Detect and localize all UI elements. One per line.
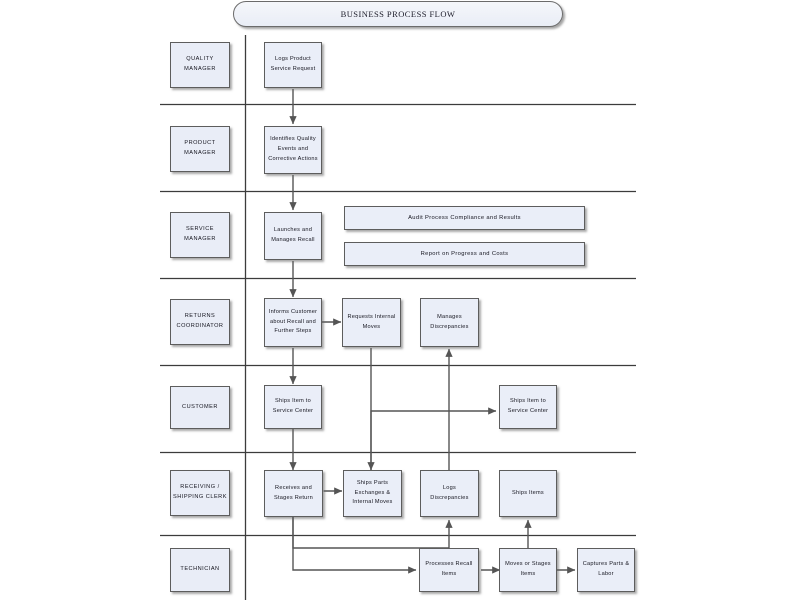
lane-dividers bbox=[160, 103, 636, 537]
lane-label-customer: CUSTOMER bbox=[170, 386, 230, 429]
lane-label-service-manager: SERVICE MANAGER bbox=[170, 212, 230, 258]
lane-label-technician: TECHNICIAN bbox=[170, 548, 230, 592]
node-captures-parts-labor[interactable]: Captures Parts & Labor bbox=[577, 548, 635, 592]
node-receives-stages-return[interactable]: Receives and Stages Return bbox=[264, 470, 323, 517]
node-manages-discrepancies[interactable]: Manages Discrepancies bbox=[420, 298, 479, 347]
node-ships-parts-exchanges[interactable]: Ships Parts Exchanges & Internal Moves bbox=[343, 470, 402, 517]
node-ships-items[interactable]: Ships Items bbox=[499, 470, 557, 517]
lane-label-returns-coordinator: RETURNS COORDINATOR bbox=[170, 299, 230, 345]
node-logs-discrepancies[interactable]: Logs Discrepancies bbox=[420, 470, 479, 517]
node-audit-process-compliance[interactable]: Audit Process Compliance and Results bbox=[344, 206, 585, 230]
lane-label-product-manager: PRODUCT MANAGER bbox=[170, 126, 230, 172]
node-processes-recall-items[interactable]: Processes Recall Items bbox=[419, 548, 479, 592]
process-connectors bbox=[289, 89, 576, 574]
node-requests-internal-moves[interactable]: Requests Internal Moves bbox=[342, 298, 401, 347]
node-ships-item-to-service-center-2[interactable]: Ships Item to Service Center bbox=[499, 385, 557, 429]
node-informs-customer[interactable]: Informs Customer about Recall and Furthe… bbox=[264, 298, 322, 347]
node-logs-product-service-request[interactable]: Logs Product Service Request bbox=[264, 42, 322, 88]
lane-label-receiving-shipping-clerk: RECEIVING / SHIPPING CLERK bbox=[170, 470, 230, 516]
node-launches-manages-recall[interactable]: Launches and Manages Recall bbox=[264, 212, 322, 260]
node-identifies-quality-events[interactable]: Identifies Quality Events and Corrective… bbox=[264, 126, 322, 174]
lane-label-quality-manager: QUALITY MANAGER bbox=[170, 42, 230, 88]
node-report-on-progress-costs[interactable]: Report on Progress and Costs bbox=[344, 242, 585, 266]
page-title: BUSINESS PROCESS FLOW bbox=[233, 1, 563, 27]
node-ships-item-to-service-center-1[interactable]: Ships Item to Service Center bbox=[264, 385, 322, 429]
node-moves-or-stages-items[interactable]: Moves or Stages Items bbox=[499, 548, 557, 592]
page-title-text: BUSINESS PROCESS FLOW bbox=[340, 9, 456, 19]
